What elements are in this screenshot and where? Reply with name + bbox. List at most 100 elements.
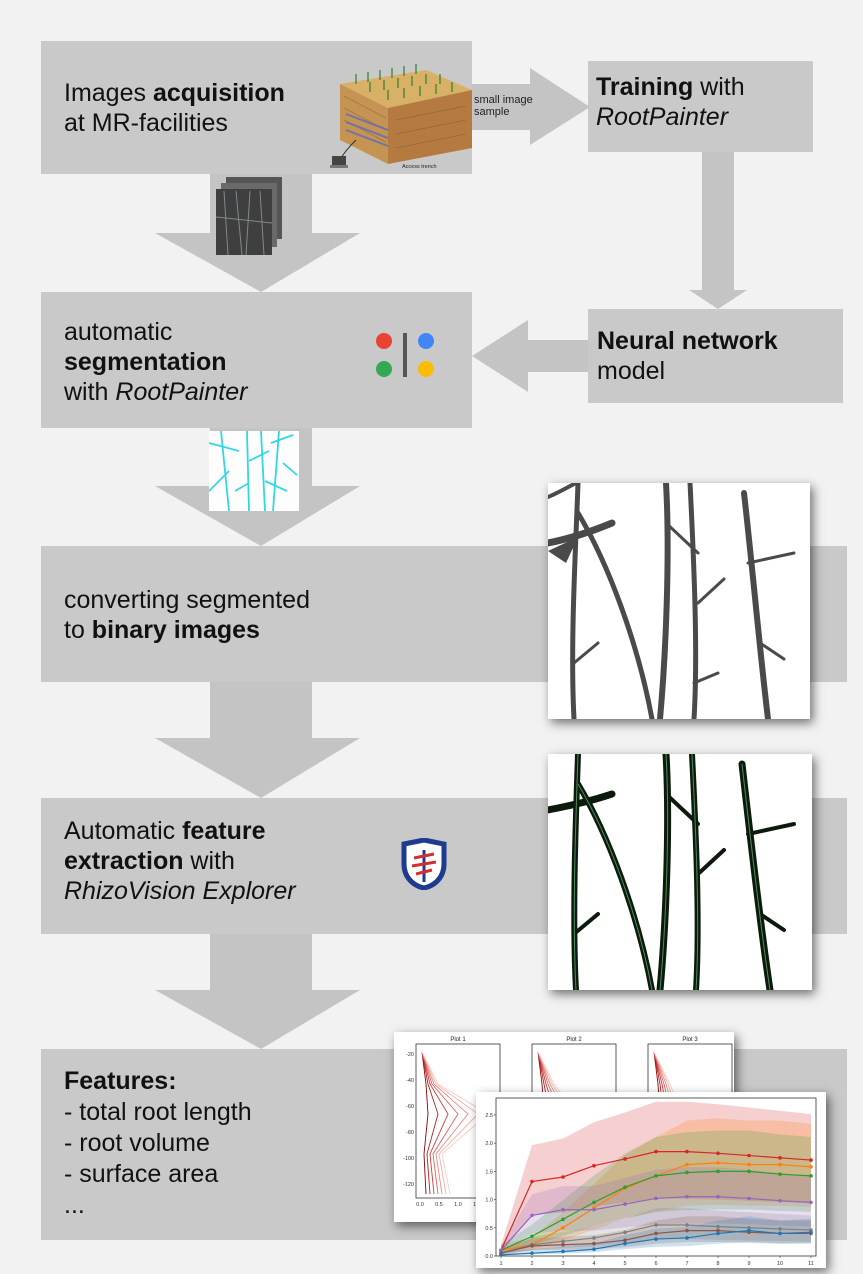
binary-label-bold: binary images bbox=[91, 616, 260, 644]
chart1-series-line bbox=[421, 1051, 449, 1195]
chart1-y-tick-label: -20 bbox=[406, 1052, 414, 1058]
segmentation-label: automatic segmentation with RootPainter bbox=[64, 317, 247, 407]
segmentation-label-bold: segmentation bbox=[64, 348, 227, 376]
chart1-y-tick-label: -40 bbox=[406, 1078, 414, 1084]
model-label-bold: Neural network bbox=[597, 327, 778, 355]
chart2-data-point bbox=[778, 1172, 782, 1176]
chart2-data-point bbox=[778, 1231, 782, 1236]
chart2-data-point bbox=[778, 1162, 782, 1167]
training-label: Training with RootPainter bbox=[596, 72, 745, 132]
chart2-background bbox=[476, 1092, 826, 1268]
chart2-data-point bbox=[530, 1251, 534, 1255]
trench-illustration: Access trench bbox=[330, 64, 472, 170]
chart2-band bbox=[501, 1216, 811, 1256]
chart1-series-line bbox=[421, 1051, 459, 1195]
training-label-italic: RootPainter bbox=[596, 103, 729, 131]
arrow-training-to-model bbox=[689, 152, 747, 309]
chart2-data-point bbox=[685, 1194, 689, 1199]
chart2-data-point bbox=[592, 1241, 596, 1246]
chart2-data-point bbox=[778, 1156, 782, 1160]
arrow-extraction-to-features bbox=[155, 934, 360, 1049]
chart2-data-point bbox=[654, 1174, 658, 1178]
chart2-data-point bbox=[499, 1248, 503, 1253]
chart2-data-point bbox=[592, 1207, 596, 1212]
extraction-label: Automatic feature extraction with RhizoV… bbox=[64, 816, 296, 906]
chart1-y-tick-label: -120 bbox=[403, 1182, 414, 1188]
rootpainter-logo-icon bbox=[376, 333, 434, 377]
chart1-y-tick-label: -60 bbox=[406, 1104, 414, 1110]
feature-item: - total root length bbox=[64, 1098, 252, 1126]
chart2-x-tick-label: 4 bbox=[592, 1261, 595, 1267]
acquisition-label-line2: at MR-facilities bbox=[64, 109, 228, 137]
chart2-data-point bbox=[809, 1230, 813, 1235]
chart2-band bbox=[501, 1167, 811, 1253]
chart2-data-point bbox=[561, 1207, 565, 1212]
chart2-data-point bbox=[592, 1236, 596, 1240]
chart1-panel-title: Plot 1 bbox=[450, 1037, 466, 1043]
chart2-data-point bbox=[623, 1157, 627, 1161]
chart2-data-point bbox=[778, 1198, 782, 1203]
chart2-x-tick-label: 3 bbox=[561, 1261, 564, 1267]
chart2-data-point bbox=[716, 1151, 720, 1156]
chart2-band bbox=[501, 1130, 811, 1253]
chart2-y-tick-label: 2.5 bbox=[485, 1113, 493, 1119]
chart2-y-tick-label: 1.5 bbox=[485, 1169, 493, 1175]
chart2-data-point bbox=[716, 1169, 720, 1174]
model-label: Neural network model bbox=[597, 326, 778, 386]
chart2-data-point bbox=[561, 1242, 565, 1247]
chart2-x-tick-label: 7 bbox=[685, 1261, 688, 1267]
chart1-y-tick-label: -80 bbox=[406, 1130, 414, 1136]
acquisition-label: Images acquisition at MR-facilities bbox=[64, 78, 285, 138]
chart2-data-point bbox=[654, 1223, 658, 1227]
chart1-x-tick-label: 0.0 bbox=[416, 1202, 424, 1208]
chart2-data-point bbox=[716, 1231, 720, 1236]
feature-item: - surface area bbox=[64, 1160, 219, 1188]
binary-label-pre: to bbox=[64, 616, 92, 644]
chart2-data-point bbox=[561, 1175, 565, 1179]
rhizovision-logo-icon bbox=[401, 838, 447, 890]
chart2-x-tick-label: 1 bbox=[499, 1261, 502, 1267]
extraction-label-bold2: extraction bbox=[64, 847, 184, 875]
features-label: Features: - total root length - root vol… bbox=[64, 1066, 252, 1221]
chart2-data-point bbox=[623, 1202, 627, 1206]
chart2-data-point bbox=[654, 1237, 658, 1241]
training-label-bold: Training bbox=[596, 73, 694, 101]
chart2-band bbox=[501, 1216, 811, 1255]
chart2-y-tick-label: 0.5 bbox=[485, 1226, 493, 1232]
extraction-label-pre: Automatic bbox=[64, 817, 183, 845]
chart2-data-point bbox=[747, 1153, 751, 1158]
arrow-label-line1: small image bbox=[474, 94, 533, 106]
chart2-data-point bbox=[685, 1223, 689, 1227]
chart2-data-point bbox=[499, 1253, 503, 1257]
chart1-y-tick-label: -100 bbox=[403, 1156, 414, 1162]
access-trench-label: Access trench bbox=[402, 164, 437, 170]
chart2-y-tick-label: 2.0 bbox=[485, 1141, 493, 1147]
chart2-data-point bbox=[592, 1247, 596, 1252]
chart2-data-point bbox=[685, 1162, 689, 1167]
training-box bbox=[588, 61, 813, 152]
chart2-data-point bbox=[530, 1234, 534, 1239]
binary-label: converting segmented to binary images bbox=[64, 585, 310, 645]
chart2-band bbox=[501, 1208, 811, 1255]
chart2-data-point bbox=[592, 1200, 596, 1205]
chart2-data-point bbox=[623, 1241, 627, 1246]
chart2-data-point bbox=[623, 1185, 627, 1189]
chart2-x-tick-label: 6 bbox=[654, 1261, 657, 1267]
features-title: Features: bbox=[64, 1067, 177, 1095]
chart2-data-point bbox=[809, 1158, 813, 1162]
chart1-x-tick-label: 0.5 bbox=[435, 1202, 443, 1208]
chart2-x-tick-label: 9 bbox=[747, 1261, 750, 1267]
acquisition-label-bold: acquisition bbox=[152, 79, 285, 107]
chart1-panel-title: Plot 3 bbox=[682, 1037, 698, 1043]
chart2-data-point bbox=[716, 1224, 720, 1229]
binary-image bbox=[548, 483, 810, 719]
chart1-series-line bbox=[421, 1051, 429, 1195]
chart2-data-point bbox=[747, 1196, 751, 1201]
chart2-data-point bbox=[809, 1200, 813, 1205]
chart2-data-point bbox=[685, 1236, 689, 1240]
arrow-label: small image sample bbox=[474, 94, 533, 118]
chart2-data-point bbox=[716, 1228, 720, 1233]
chart2-data-point bbox=[654, 1231, 658, 1236]
chart1-panel-title: Plot 2 bbox=[566, 1037, 582, 1043]
